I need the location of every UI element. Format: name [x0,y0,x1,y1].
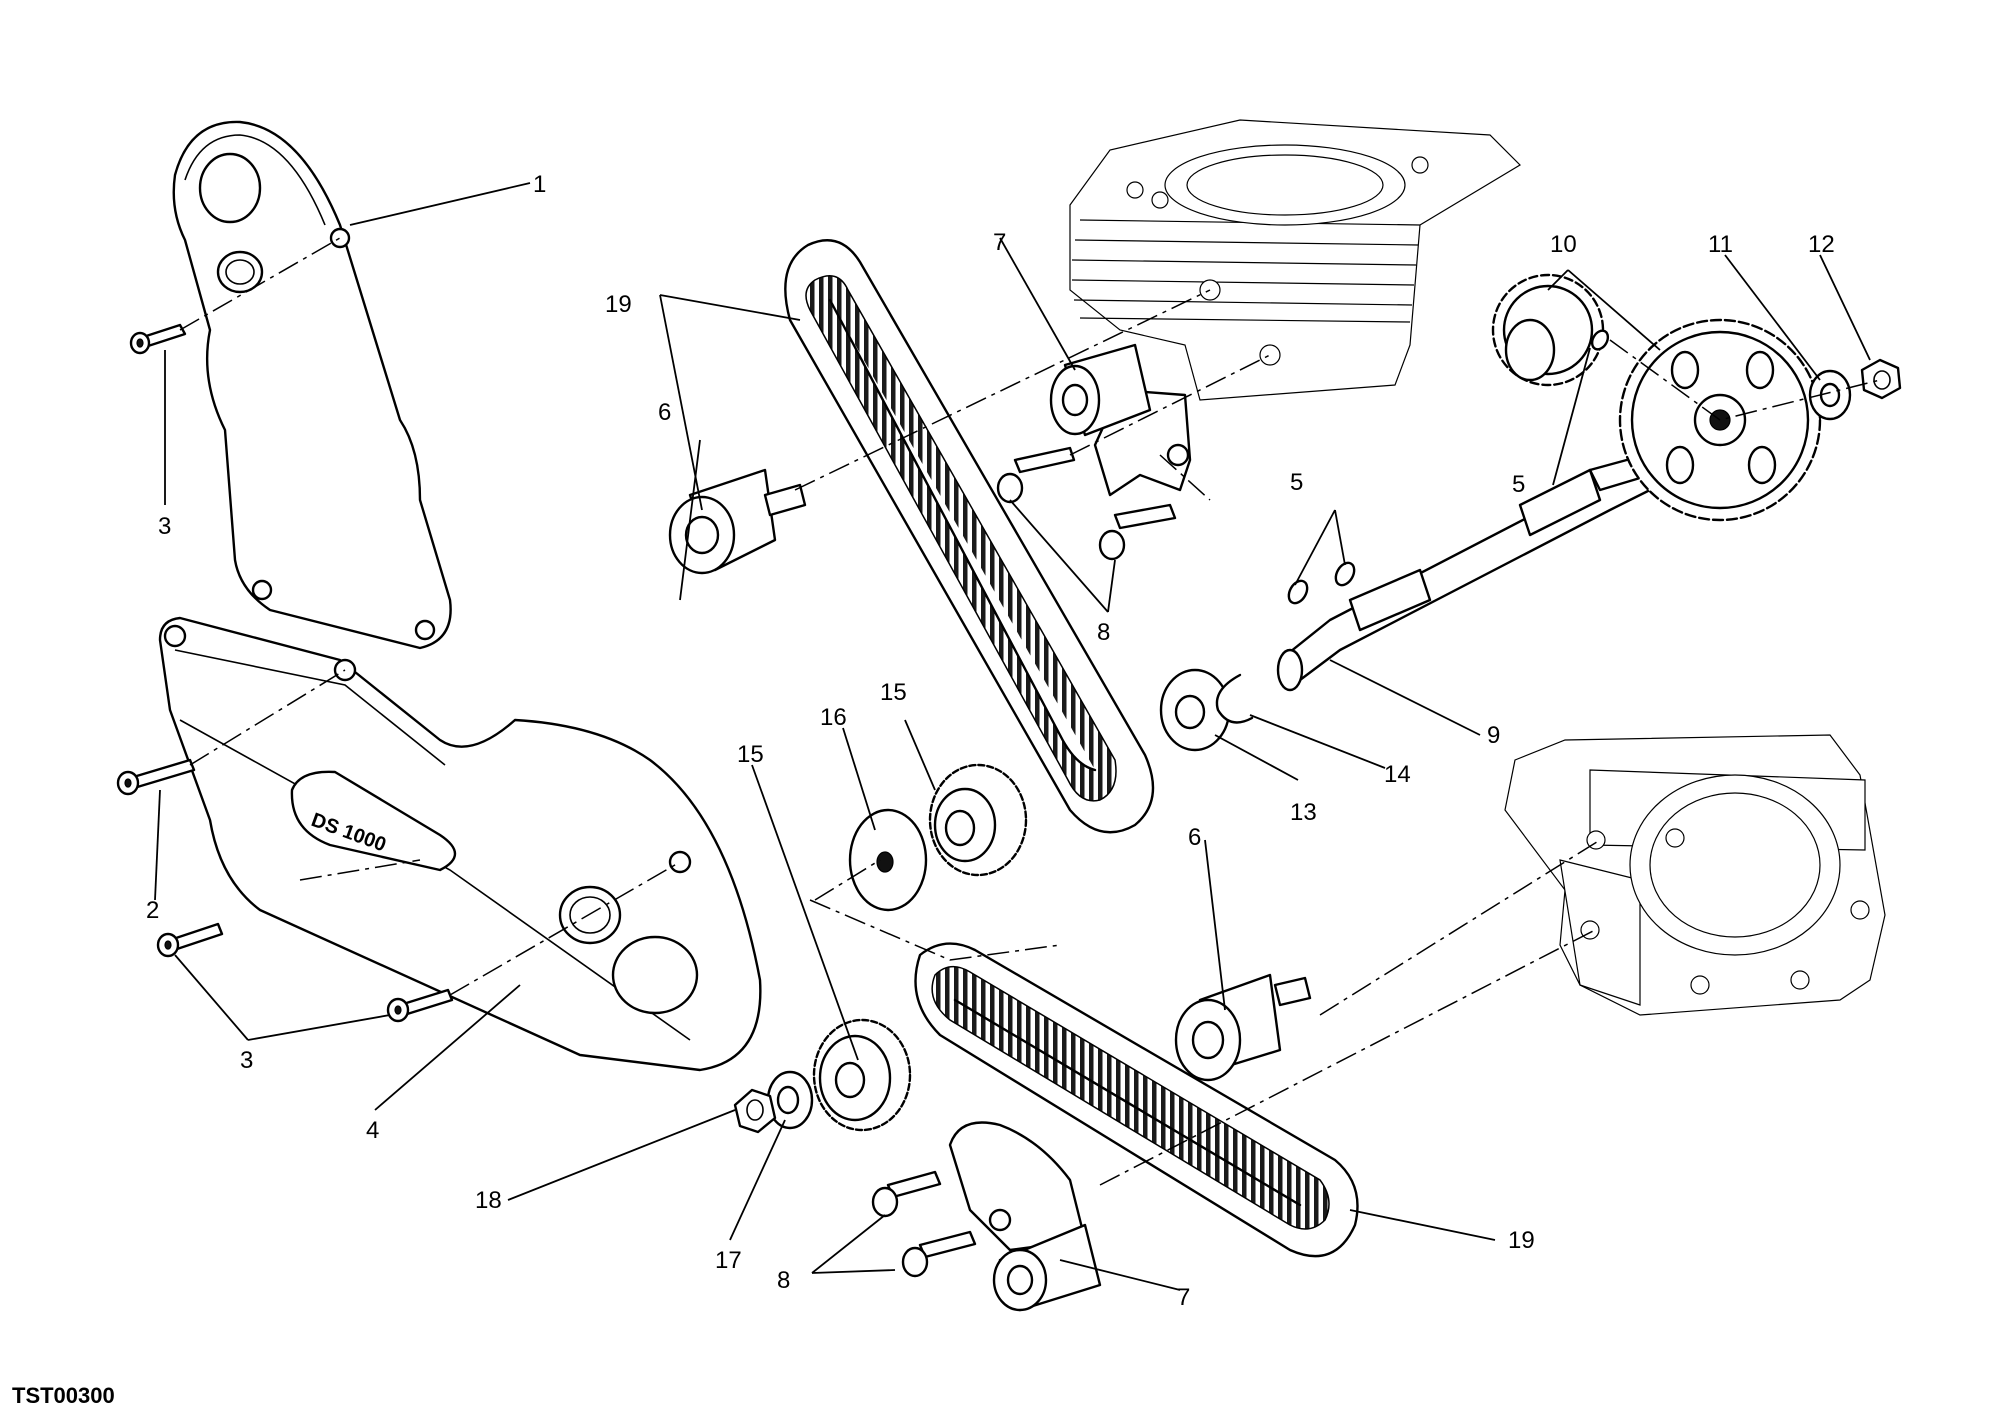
bolt-8-c [871,1170,942,1218]
callout-3-upper: 3 [158,513,171,540]
assembly-centerlines [179,237,1881,1186]
nut-12 [1860,358,1902,400]
camshaft [1276,453,1652,692]
callout-7-upper: 7 [993,229,1006,256]
key-5-b [1334,561,1356,587]
screw-3-mid [156,922,224,958]
rear-cylinder [1069,119,1521,401]
tensioner-lower [948,1121,1102,1312]
idler-roller-lower [1174,973,1312,1082]
callout-5-right: 5 [1512,471,1525,498]
callout-5-mid: 5 [1290,469,1303,496]
callout-10: 10 [1550,231,1577,258]
callout-19-lower: 19 [1508,1227,1535,1254]
screw-3-upper [129,323,187,355]
nut-18 [733,1088,777,1134]
screw-3-lower [386,988,454,1023]
bolt-8-a [996,446,1076,504]
callout-12: 12 [1808,231,1835,258]
timing-belt-lower [914,942,1359,1258]
callout-15-lower: 15 [737,741,764,768]
callout-2: 2 [146,897,159,924]
pulley-upper [928,763,1028,877]
callout-7-lower: 7 [1177,1284,1190,1311]
callout-6-lower: 6 [1188,824,1201,851]
callout-4: 4 [366,1117,379,1144]
key-5-c [1590,329,1610,351]
callout-13: 13 [1290,799,1317,826]
leader-lines [154,182,1871,1291]
washer-17 [766,1070,814,1130]
callout-14: 14 [1384,761,1411,788]
screw-2 [116,758,196,796]
callout-8-upper: 8 [1097,619,1110,646]
callout-6-upper: 6 [658,399,671,426]
circlip-14 [1215,673,1254,724]
callout-8-lower: 8 [777,1267,790,1294]
callout-1: 1 [533,171,546,198]
callout-17: 17 [715,1247,742,1274]
pulley-lower [812,1018,912,1132]
upper-belt-cover [172,120,452,650]
callout-19-upper: 19 [605,291,632,318]
callout-3-lower: 3 [240,1047,253,1074]
washer-16 [848,808,928,912]
bolt-8-b [1098,503,1177,561]
timing-belt-upper [784,239,1155,834]
drawing-code: TST00300 [12,1383,115,1408]
callout-16: 16 [820,704,847,731]
gear-large [1618,318,1822,522]
callout-18: 18 [475,1187,502,1214]
bolt-8-d [901,1230,977,1278]
callout-11: 11 [1708,231,1733,258]
washer-11 [1808,369,1852,421]
callout-labels: 1 3 2 3 4 19 6 7 8 5 5 10 11 12 9 14 13 … [146,171,1835,1311]
key-5-a [1287,579,1309,605]
front-cylinder [1504,734,1886,1016]
callout-15-upper: 15 [880,679,907,706]
gear-small [1491,273,1605,387]
callout-9: 9 [1487,722,1500,749]
tensioner-upper [1049,343,1192,497]
idler-roller-upper [668,468,807,575]
lower-belt-cover: DS 1000 [158,616,762,1072]
